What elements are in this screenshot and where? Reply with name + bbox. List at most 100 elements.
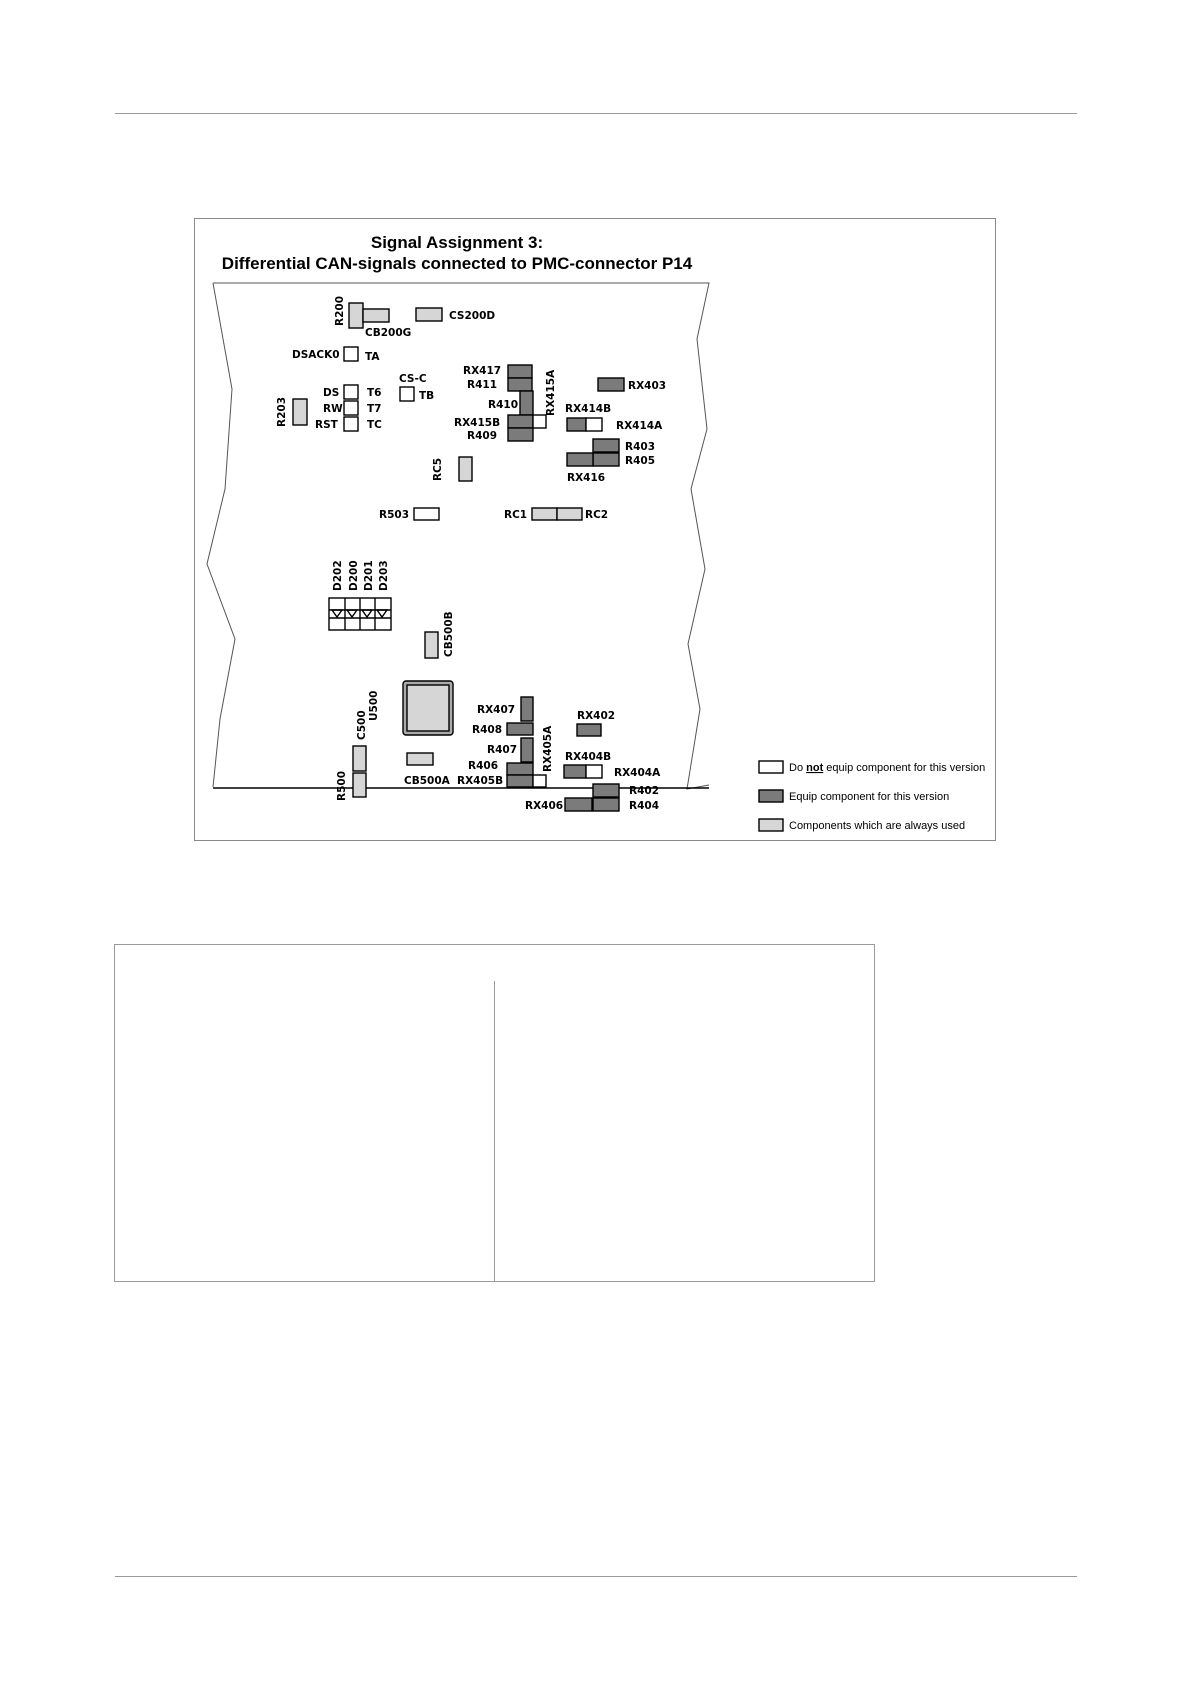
label: CB500A xyxy=(404,775,451,787)
label: CB500B xyxy=(443,611,455,657)
comp-RX417 xyxy=(507,364,533,379)
label: RC1 xyxy=(504,509,527,521)
label: R405 xyxy=(625,455,655,467)
label: RX404A xyxy=(614,767,661,779)
label: RX414B xyxy=(565,403,611,415)
label: CS-C xyxy=(399,373,427,385)
comp-T7 xyxy=(343,400,359,416)
comp-RX407 xyxy=(520,696,534,722)
comp-RX402 xyxy=(576,723,602,737)
comp-RX405B xyxy=(506,774,534,788)
label: RC5 xyxy=(432,458,444,481)
legend-text-always: Components which are always used xyxy=(789,820,965,832)
label: TB xyxy=(419,390,434,402)
label: R406 xyxy=(468,760,498,772)
comp-R406 xyxy=(506,762,534,776)
board-outline xyxy=(213,282,710,790)
comp-RX415A xyxy=(532,414,547,429)
table-column-divider xyxy=(494,981,495,1281)
empty-table-frame xyxy=(114,944,875,1282)
label: RX405B xyxy=(457,775,503,787)
comp-RX415B xyxy=(507,414,534,429)
label: CB200G xyxy=(365,327,411,339)
label: TC xyxy=(367,419,382,431)
label: RST xyxy=(315,419,339,431)
label: R500 xyxy=(336,771,348,801)
comp-R500 xyxy=(352,772,367,798)
label: RX407 xyxy=(477,704,515,716)
comp-RX404A xyxy=(585,764,603,779)
label: RX405A xyxy=(542,725,554,772)
footer-rule xyxy=(115,1576,1077,1577)
label: RX402 xyxy=(577,710,615,722)
comp-R403 xyxy=(592,438,620,453)
label: TA xyxy=(365,351,380,363)
comp-R404 xyxy=(592,797,620,812)
comp-RC2 xyxy=(556,507,583,521)
comp-RC1 xyxy=(531,507,558,521)
legend-swatch-not xyxy=(758,760,784,774)
label: R200 xyxy=(334,296,346,326)
comp-T6 xyxy=(343,384,359,400)
comp-RX405A xyxy=(532,774,547,788)
comp-CB500A xyxy=(406,752,434,766)
comp-R402 xyxy=(592,783,620,798)
comp-RX414A xyxy=(585,417,603,432)
components xyxy=(292,302,625,812)
label: R408 xyxy=(472,724,502,736)
comp-R409 xyxy=(507,427,534,442)
label: RX416 xyxy=(567,472,605,484)
label: R503 xyxy=(379,509,409,521)
comp-CB500B xyxy=(424,631,439,659)
comp-RC5 xyxy=(458,456,473,482)
label: R410 xyxy=(488,399,518,411)
label: U500 xyxy=(368,691,380,721)
label: RX417 xyxy=(463,365,501,377)
label: D202 xyxy=(332,560,344,591)
comp-R407 xyxy=(520,737,534,763)
figure-title-line1: Signal Assignment 3: xyxy=(371,233,543,252)
comp-R408 xyxy=(506,722,534,736)
comp-R410 xyxy=(519,390,534,416)
label: DSACK0 xyxy=(292,349,340,361)
label: T6 xyxy=(367,387,381,399)
comp-R203 xyxy=(292,398,308,426)
legend-text-not: Do not equip component for this version xyxy=(789,762,985,774)
comp-CB200G xyxy=(362,308,390,323)
comp-TA xyxy=(343,346,359,362)
comp-TC xyxy=(343,416,359,432)
label: CS200D xyxy=(449,310,495,322)
label: R404 xyxy=(629,800,659,812)
comp-RX414B xyxy=(566,417,587,432)
comp-R405 xyxy=(592,452,620,467)
label: RC2 xyxy=(585,509,608,521)
label: D201 xyxy=(363,560,375,591)
pcb-layout-figure: Signal Assignment 3: Differential CAN-si… xyxy=(194,218,996,841)
legend-text-equip: Equip component for this version xyxy=(789,791,949,803)
label: RX406 xyxy=(525,800,563,812)
label: R407 xyxy=(487,744,517,756)
diode-array xyxy=(328,597,392,631)
label: R203 xyxy=(276,397,288,427)
label: RW xyxy=(323,403,343,415)
comp-R200 xyxy=(348,302,364,329)
label: C500 xyxy=(356,710,368,740)
comp-R411 xyxy=(507,377,533,392)
comp-U500-inner xyxy=(406,684,450,732)
label: RX415B xyxy=(454,417,500,429)
header-rule xyxy=(115,113,1077,114)
comp-CS200D xyxy=(415,307,443,322)
legend-swatch-equip xyxy=(758,789,784,803)
label: T7 xyxy=(367,403,381,415)
comp-RX404B xyxy=(563,764,587,779)
legend: Do not equip component for this version … xyxy=(758,760,985,832)
label: R403 xyxy=(625,441,655,453)
comp-RX406 xyxy=(564,797,593,812)
comp-C500 xyxy=(352,745,367,772)
comp-RX416 xyxy=(566,452,594,467)
label: R411 xyxy=(467,379,497,391)
label: RX414A xyxy=(616,420,663,432)
label: D200 xyxy=(348,560,360,591)
comp-RX403 xyxy=(597,377,625,392)
component-labels: R200 CB200G CS200D DSACK0 TA RX417 R411 … xyxy=(276,296,666,812)
